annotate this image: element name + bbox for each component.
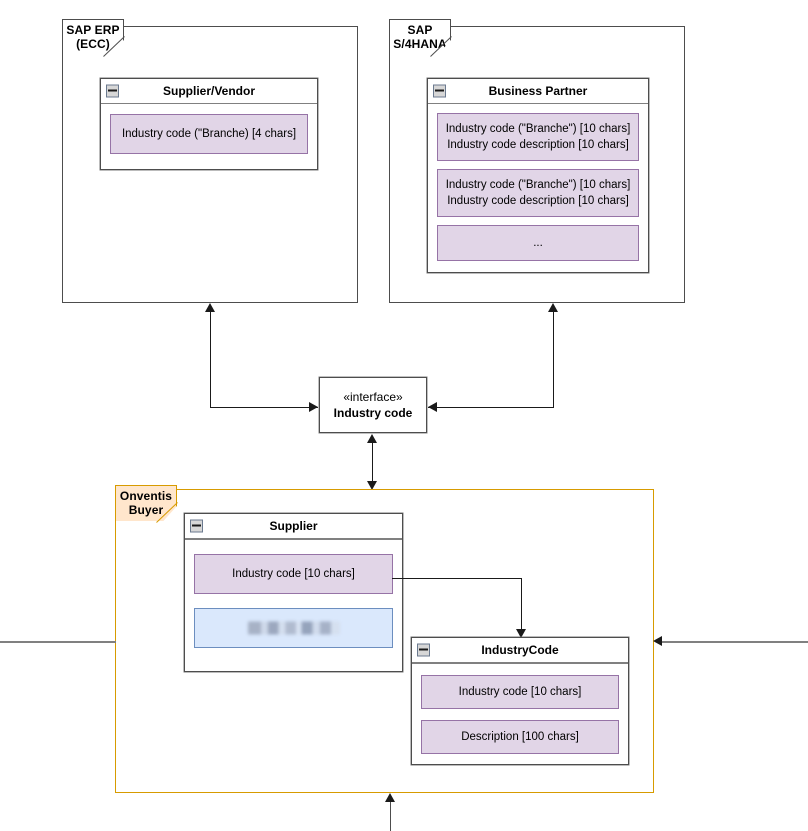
class-body-business-partner: Industry code ("Branche") [10 chars] Ind… bbox=[428, 104, 648, 270]
class-header-supplier: Supplier bbox=[185, 514, 402, 540]
package-label-line2: Buyer bbox=[128, 503, 164, 517]
package-sap-erp-ecc[interactable] bbox=[62, 26, 358, 303]
package-label-sap-erp-ecc: SAP ERP (ECC) bbox=[62, 19, 124, 55]
package-label-line1: SAP bbox=[407, 23, 433, 37]
arrowhead-into-s4hana bbox=[548, 303, 558, 312]
connector-s4hana-horizontal bbox=[428, 407, 554, 408]
package-label-onventis-buyer: Onventis Buyer bbox=[115, 485, 177, 521]
class-title: Business Partner bbox=[488, 84, 588, 98]
class-supplier-vendor[interactable]: Supplier/Vendor Industry code ("Branche)… bbox=[100, 78, 318, 170]
connector-s4hana-vertical bbox=[553, 312, 554, 408]
connector-external-bottom bbox=[390, 800, 391, 831]
connector-ecc-vertical bbox=[210, 312, 211, 408]
class-title: Supplier/Vendor bbox=[162, 84, 255, 98]
package-sap-s4hana[interactable] bbox=[389, 26, 685, 303]
attribute-industry-code-2[interactable]: Industry code ("Branche") [10 chars] Ind… bbox=[437, 169, 639, 217]
collapse-minus-icon[interactable] bbox=[417, 643, 430, 657]
collapse-minus-icon[interactable] bbox=[190, 519, 203, 533]
collapse-minus-icon[interactable] bbox=[106, 84, 119, 98]
attribute-industry-code[interactable]: Industry code [10 chars] bbox=[194, 554, 393, 594]
attribute-ellipsis[interactable]: ... bbox=[437, 225, 639, 261]
class-supplier[interactable]: Supplier Industry code [10 chars] bbox=[184, 513, 403, 672]
arrowhead-into-onventis-right bbox=[653, 636, 662, 646]
class-header-business-partner: Business Partner bbox=[428, 79, 648, 104]
attribute-industry-code[interactable]: Industry code ("Branche) [4 chars] bbox=[110, 114, 308, 154]
class-business-partner[interactable]: Business Partner Industry code ("Branche… bbox=[427, 78, 649, 273]
interface-industry-code[interactable]: «interface» Industry code bbox=[319, 377, 427, 433]
collapse-minus-icon[interactable] bbox=[433, 84, 446, 98]
connector-interface-onventis bbox=[372, 436, 373, 488]
connector-ecc-horizontal bbox=[210, 407, 318, 408]
attribute-industry-code-1[interactable]: Industry code ("Branche") [10 chars] Ind… bbox=[437, 113, 639, 161]
arrowhead-into-onventis-bottom bbox=[385, 793, 395, 802]
class-body-supplier: Industry code [10 chars] bbox=[185, 540, 402, 662]
class-title: Supplier bbox=[269, 519, 318, 533]
package-label-sap-s4hana: SAP S/4HANA bbox=[389, 19, 451, 55]
class-body-supplier-vendor: Industry code ("Branche) [4 chars] bbox=[101, 104, 317, 164]
connector-supplier-to-industrycode-v bbox=[521, 578, 522, 631]
arrowhead-into-industrycode bbox=[516, 629, 526, 638]
arrowhead-into-ecc bbox=[205, 303, 215, 312]
class-industrycode[interactable]: IndustryCode Industry code [10 chars] De… bbox=[411, 637, 629, 765]
attribute-redacted[interactable] bbox=[194, 608, 393, 648]
package-label-line2: (ECC) bbox=[76, 37, 110, 51]
attribute-industry-code[interactable]: Industry code [10 chars] bbox=[421, 675, 619, 709]
connector-external-left bbox=[0, 641, 116, 643]
connector-external-right bbox=[660, 641, 808, 643]
arrowhead-into-interface-right bbox=[428, 402, 437, 412]
connector-supplier-to-industrycode-h bbox=[392, 578, 522, 579]
class-header-supplier-vendor: Supplier/Vendor bbox=[101, 79, 317, 104]
package-label-line2: S/4HANA bbox=[393, 37, 447, 51]
interface-name: Industry code bbox=[333, 406, 413, 420]
redaction-blur-overlay bbox=[247, 621, 340, 635]
arrowhead-into-onventis-top bbox=[367, 481, 377, 490]
attribute-description[interactable]: Description [100 chars] bbox=[421, 720, 619, 754]
class-title: IndustryCode bbox=[481, 643, 559, 657]
package-label-line1: SAP ERP bbox=[66, 23, 120, 37]
class-body-industrycode: Industry code [10 chars] Description [10… bbox=[412, 664, 628, 765]
arrowhead-into-interface-bottom bbox=[367, 434, 377, 443]
class-header-industrycode: IndustryCode bbox=[412, 638, 628, 664]
arrowhead-into-interface-left bbox=[309, 402, 318, 412]
package-label-line1: Onventis bbox=[119, 489, 173, 503]
interface-stereotype: «interface» bbox=[343, 390, 403, 404]
